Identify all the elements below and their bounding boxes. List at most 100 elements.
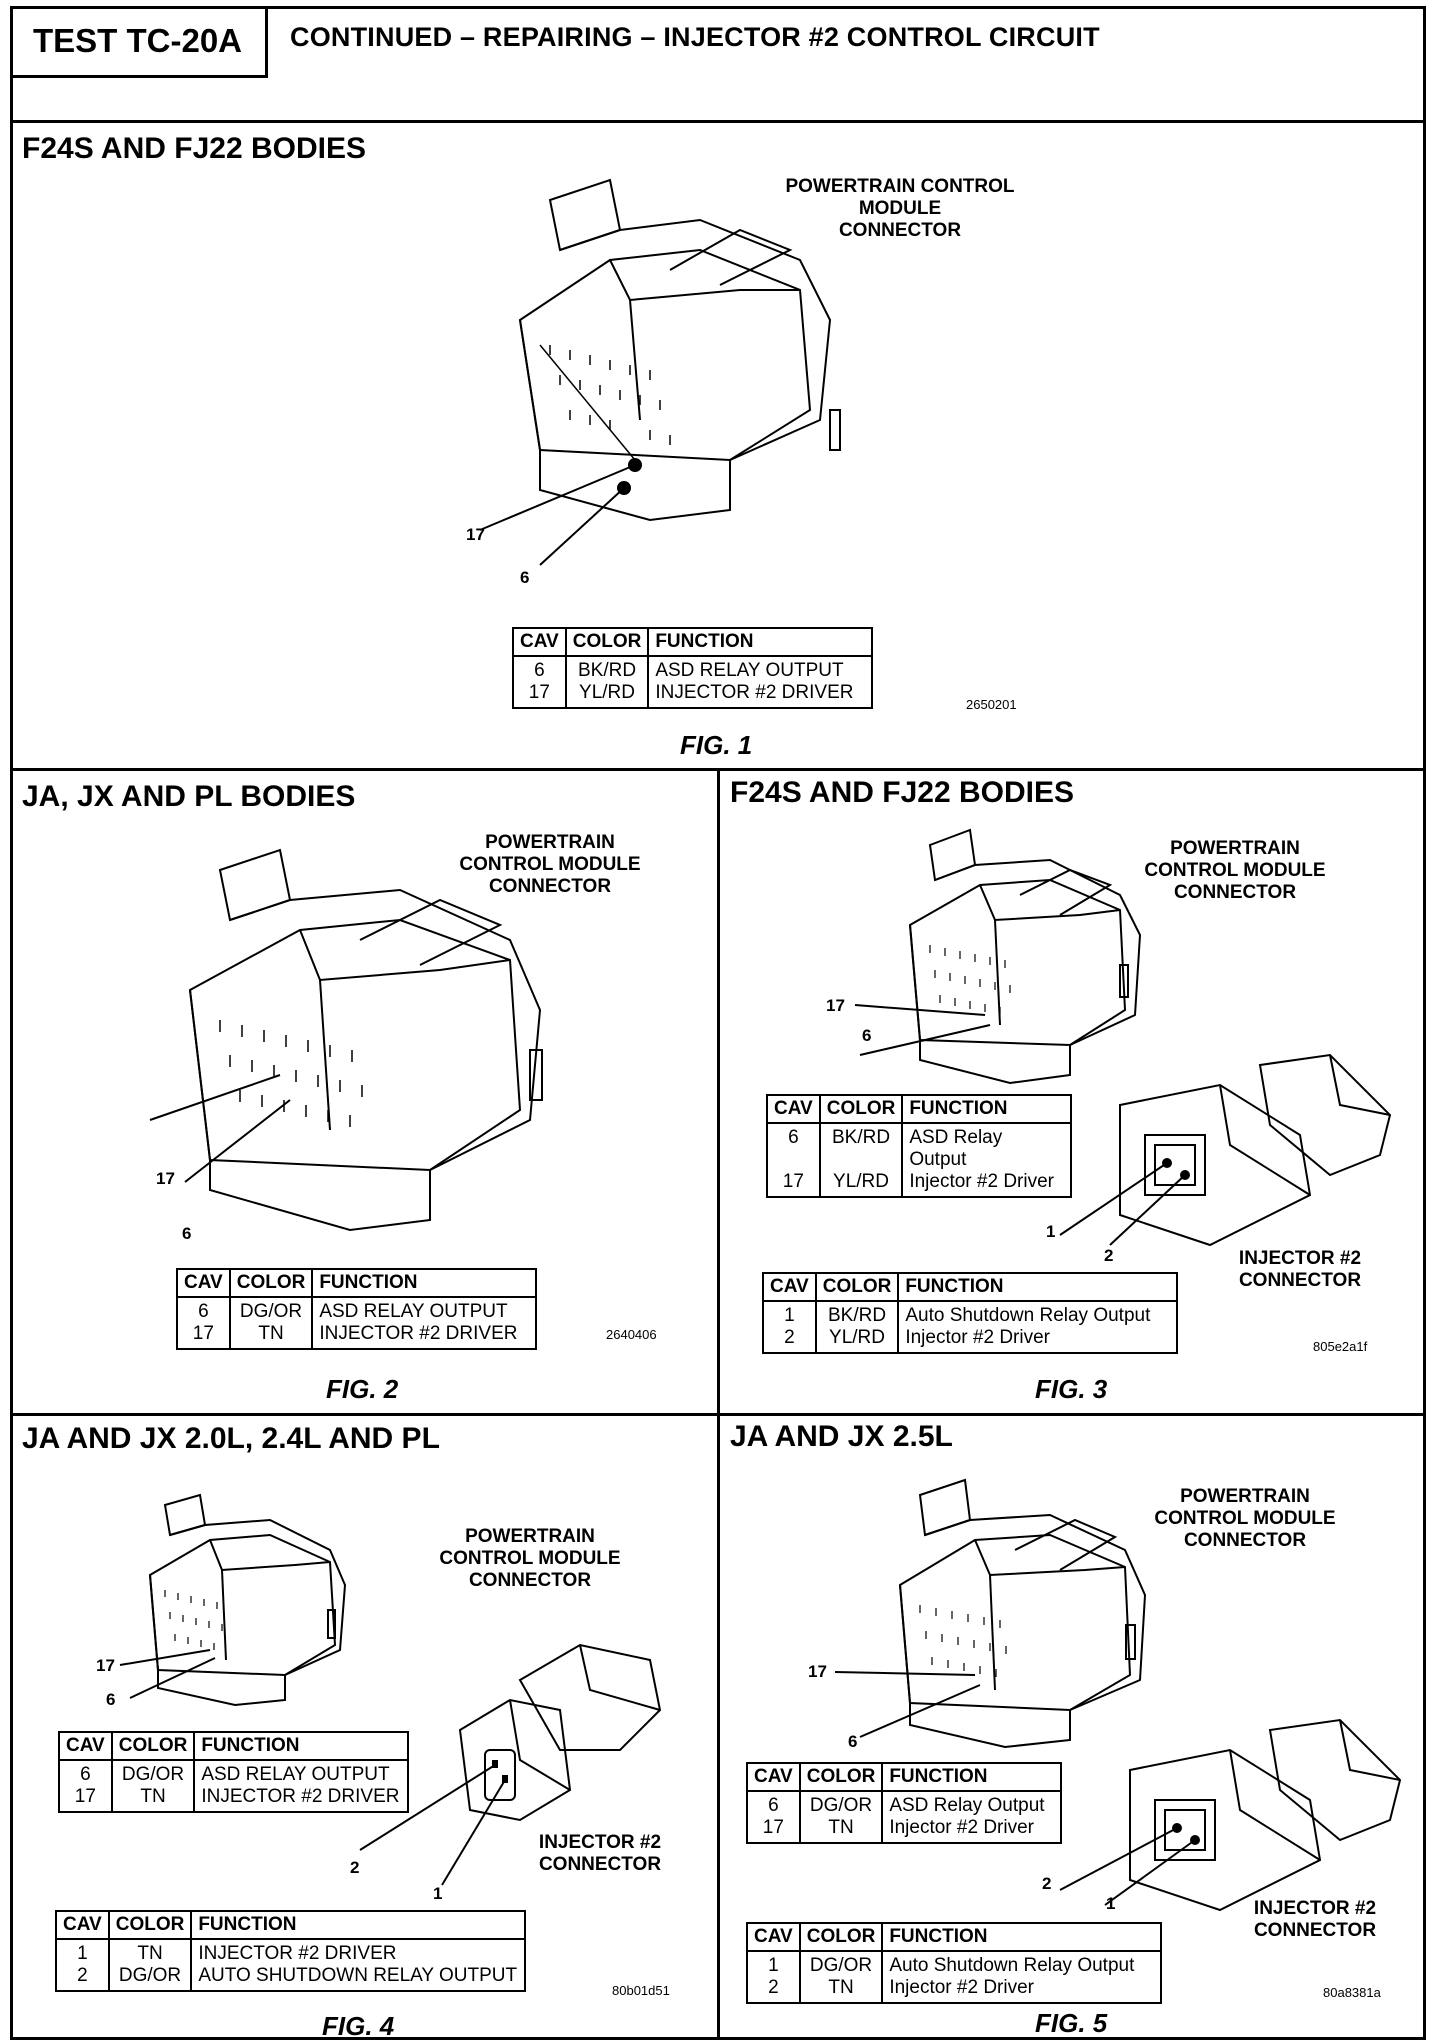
fig5-inj-th-cav: CAV	[746, 1922, 801, 1952]
fig1-callout-6: 6	[520, 568, 530, 587]
fig2-cell: 6	[176, 1297, 231, 1323]
fig3-pcm-cell: BK/RD	[818, 1123, 904, 1171]
fig3-caption: FIG. 3	[1035, 1374, 1108, 1404]
fig5-inj-cell: TN	[798, 1977, 884, 2003]
fig4-inj-cell: AUTO SHUTDOWN RELAY OUTPUT	[190, 1965, 527, 1991]
fig4-pcm-label-line1: POWERTRAIN	[465, 1526, 595, 1547]
fig3-code: 805e2a1f	[1313, 1339, 1368, 1354]
fig5-injector-label-line2: CONNECTOR	[1253, 1920, 1377, 1941]
fig4-inj-cell: 1	[55, 1939, 110, 1965]
fig2-pcm-connector-drawing	[149, 848, 543, 1232]
fig4-injector-label-line2: CONNECTOR	[538, 1854, 662, 1875]
fig3-pcm-cell: 17	[766, 1171, 821, 1197]
fig2-callout-6: 6	[182, 1224, 192, 1243]
fig2-pcm-label-line3: CONNECTOR	[488, 876, 612, 897]
fig3-injector-label: INJECTOR #2 CONNECTOR	[1200, 1248, 1400, 1292]
fig3-inj-cell: YL/RD	[814, 1327, 900, 1353]
fig1-pcm-label: POWERTRAIN CONTROL MODULE CONNECTOR	[770, 176, 1030, 242]
fig3-pcm-label-line2: CONTROL MODULE	[1144, 860, 1326, 881]
fig2-cell: INJECTOR #2 DRIVER	[311, 1323, 538, 1349]
fig4-caption: FIG. 4	[322, 2011, 395, 2041]
fig1-cell: BK/RD	[564, 656, 650, 682]
fig3-callout-6: 6	[862, 1026, 872, 1045]
fig5-pcm-th-function: FUNCTION	[881, 1762, 1063, 1792]
fig3-pcm-label-line3: CONNECTOR	[1173, 882, 1297, 903]
fig5-callout-2: 2	[1042, 1874, 1052, 1893]
fig1-pcm-label-line2: MODULE	[858, 198, 942, 219]
fig4-pcm-label: POWERTRAIN CONTROL MODULE CONNECTOR	[400, 1526, 660, 1592]
fig3-section-title: F24S AND FJ22 BODIES	[730, 776, 1074, 809]
column-divider	[717, 768, 720, 2040]
fig5-inj-th-function: FUNCTION	[881, 1922, 1163, 1952]
fig3-inj-th-color: COLOR	[814, 1272, 900, 1302]
fig1-pcm-label-line3: CONNECTOR	[838, 220, 962, 241]
fig3-pcm-label-line1: POWERTRAIN	[1170, 838, 1300, 859]
fig4-inj-cell: DG/OR	[107, 1965, 193, 1991]
fig5-injector-connector-drawing	[1059, 1718, 1402, 1912]
fig5-pcm-label-line1: POWERTRAIN	[1180, 1486, 1310, 1507]
fig1-cell: INJECTOR #2 DRIVER	[647, 682, 874, 708]
fig1-cell: ASD RELAY OUTPUT	[647, 656, 874, 682]
fig5-pcm-cell: DG/OR	[798, 1791, 884, 1817]
fig2-code: 2640406	[606, 1327, 657, 1342]
fig2-cell: TN	[228, 1323, 314, 1349]
fig5-pcm-cell: TN	[798, 1817, 884, 1843]
fig1-pcm-label-line1: POWERTRAIN CONTROL	[785, 176, 1015, 197]
fig4-injector-connector-drawing	[359, 1643, 662, 1886]
fig4-injector-label: INJECTOR #2 CONNECTOR	[500, 1832, 700, 1876]
fig1-code: 2650201	[966, 697, 1017, 712]
fig2-pcm-label-line2: CONTROL MODULE	[459, 854, 641, 875]
fig3-pcm-cell: Injector #2 Driver	[901, 1171, 1073, 1197]
fig3-inj-th-function: FUNCTION	[897, 1272, 1179, 1302]
fig3-inj-th-cav: CAV	[762, 1272, 817, 1302]
fig4-pcm-cell: 6	[58, 1760, 113, 1786]
fig4-code: 80b01d51	[612, 1983, 670, 1998]
fig3-pcm-cell: 6	[766, 1123, 821, 1171]
fig1-th-cav: CAV	[512, 627, 567, 657]
fig3-inj-cell: Injector #2 Driver	[897, 1327, 1179, 1353]
fig1-th-color: COLOR	[564, 627, 650, 657]
fig2-section-title: JA, JX AND PL BODIES	[22, 780, 356, 813]
fig5-pcm-cell: 17	[746, 1817, 801, 1843]
fig4-inj-cell: INJECTOR #2 DRIVER	[190, 1939, 527, 1965]
fig5-pcm-label-line3: CONNECTOR	[1183, 1530, 1307, 1551]
fig1-pcm-connector-drawing	[479, 178, 841, 566]
fig4-callout-2: 2	[350, 1858, 360, 1877]
fig5-pcm-label: POWERTRAIN CONTROL MODULE CONNECTOR	[1115, 1486, 1375, 1552]
fig4-inj-th-cav: CAV	[55, 1910, 110, 1940]
fig5-inj-th-color: COLOR	[798, 1922, 884, 1952]
fig5-inj-cell: 1	[746, 1951, 801, 1977]
fig2-th-cav: CAV	[176, 1268, 231, 1298]
fig5-injector-label-line1: INJECTOR #2	[1253, 1898, 1377, 1919]
fig5-inj-cell: DG/OR	[798, 1951, 884, 1977]
fig4-inj-th-color: COLOR	[107, 1910, 193, 1940]
fig3-pcm-label: POWERTRAIN CONTROL MODULE CONNECTOR	[1105, 838, 1365, 904]
fig4-pcm-cell: TN	[110, 1786, 196, 1812]
fig3-injector-connector-drawing	[1059, 1053, 1392, 1247]
fig5-pcm-label-line2: CONTROL MODULE	[1154, 1508, 1336, 1529]
fig5-callout-17: 17	[808, 1662, 827, 1681]
fig5-section-title: JA AND JX 2.5L	[730, 1420, 953, 1453]
fig4-inj-cell: 2	[55, 1965, 110, 1991]
fig4-pcm-cell: ASD RELAY OUTPUT	[193, 1760, 410, 1786]
fig2-th-function: FUNCTION	[311, 1268, 538, 1298]
fig5-pcm-cell: ASD Relay Output	[881, 1791, 1063, 1817]
fig4-pcm-cell: DG/OR	[110, 1760, 196, 1786]
fig3-pcm-cell: YL/RD	[818, 1171, 904, 1197]
fig4-inj-th-function: FUNCTION	[190, 1910, 527, 1940]
fig4-callout-1: 1	[433, 1884, 443, 1903]
fig1-callout-17: 17	[466, 525, 485, 544]
fig2-pcm-label: POWERTRAIN CONTROL MODULE CONNECTOR	[420, 832, 680, 898]
fig5-callout-6: 6	[848, 1732, 858, 1751]
fig3-injector-label-line1: INJECTOR #2	[1238, 1248, 1362, 1269]
fig4-pcm-cell: 17	[58, 1786, 113, 1812]
fig4-callout-17: 17	[96, 1656, 115, 1675]
fig4-inj-cell: TN	[107, 1939, 193, 1965]
fig1-section-title: F24S AND FJ22 BODIES	[22, 132, 366, 165]
fig2-cell: 17	[176, 1323, 231, 1349]
